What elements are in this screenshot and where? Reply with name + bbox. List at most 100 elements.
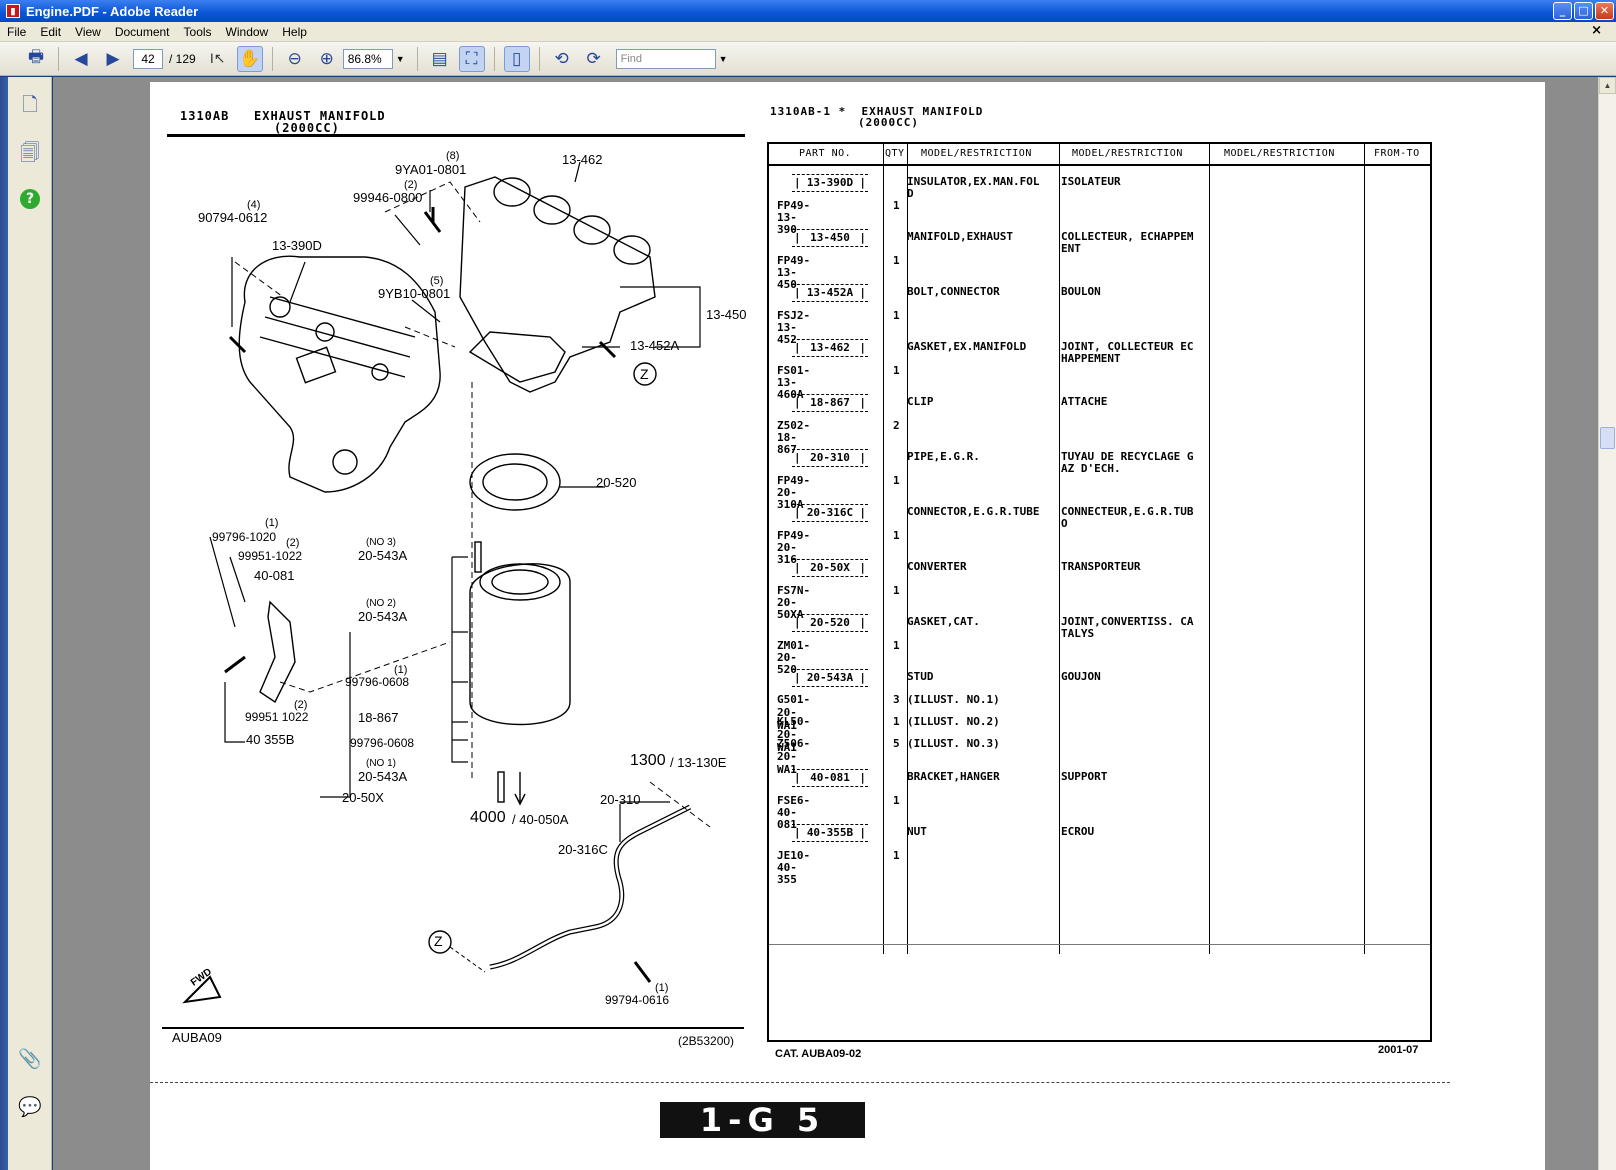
single-page-icon[interactable]: ▯ (503, 45, 530, 72)
part-qty: 2 (893, 419, 900, 432)
part-description-fr: ATTACHE (1061, 395, 1108, 408)
part-description-fr: TRANSPORTEUR (1061, 560, 1141, 573)
manifold-shape (459, 176, 656, 393)
part-reference-box: 18-867 (792, 394, 868, 412)
menu-window[interactable]: Window (225, 24, 269, 39)
callout-part: 99796-1020 (212, 530, 277, 544)
catalog-code: AUBA09 (172, 1030, 222, 1045)
part-description: CONVERTER (907, 560, 967, 573)
cat-gasket-shape (469, 453, 561, 511)
callout-part: 99796-0608 (350, 736, 415, 750)
part-description: (ILLUST. NO.1) (907, 693, 1000, 706)
menu-tools[interactable]: Tools (183, 24, 212, 39)
table-column-rule (1209, 144, 1210, 954)
toolbar-separator (538, 46, 540, 71)
part-reference-box: 13-390D (792, 174, 868, 192)
part-description: (ILLUST. NO.3) (907, 737, 1000, 750)
toolbar: 🖶 ◀ ▶ 42 / 129 I↖ ✋ ⊖ ⊕ 86.8% ▼ ▤ ⛶ ▯ ⟲ … (0, 42, 1616, 76)
converter-inlet (479, 563, 561, 601)
next-page-icon[interactable]: ▶ (106, 48, 120, 68)
callout-note: (NO 1) (366, 758, 396, 769)
menu-help[interactable]: Help (282, 24, 307, 39)
document-close-icon[interactable]: × (1591, 23, 1602, 38)
pdf-app-icon: ▮ (6, 4, 20, 18)
page-total: / 129 (169, 51, 196, 66)
scroll-thumb[interactable] (1600, 427, 1615, 449)
pages-icon[interactable]: 🗋 (22, 95, 38, 116)
part-reference-box: 40-355B (792, 824, 868, 842)
zoom-in-icon[interactable]: ⊕ (319, 48, 334, 68)
attachments-icon[interactable]: 📎 (18, 1049, 42, 1070)
bookmarks-icon[interactable]: 🗐 (20, 143, 40, 164)
callout-part: 9YB10-0801 (378, 286, 451, 301)
part-number: KL50-20-WA1 (777, 715, 811, 754)
column-header: QTY (885, 148, 905, 159)
manifold-port (613, 235, 651, 265)
part-reference-box: 20-520 (792, 614, 868, 632)
zoom-dropdown-icon[interactable]: ▼ (395, 53, 405, 64)
part-reference-box: 40-081 (792, 769, 868, 787)
page-footer-rule (150, 1082, 1450, 1083)
hand-tool-icon[interactable]: ✋ (236, 45, 263, 72)
comments-icon[interactable]: 💬 (18, 1097, 42, 1118)
column-header: MODEL/RESTRICTION (921, 148, 1032, 159)
print-icon[interactable]: 🖶 (27, 47, 45, 66)
column-header: PART NO. (799, 148, 852, 159)
manifold-port (533, 195, 571, 225)
part-qty: 1 (893, 529, 900, 542)
diagram-bottom-rule (162, 1027, 744, 1029)
callout-qty: (2) (286, 537, 300, 549)
menu-view[interactable]: View (75, 24, 101, 39)
previous-page-icon[interactable]: ◀ (74, 48, 88, 68)
manifold-port (573, 215, 611, 245)
part-number: JE10-40-355 (777, 849, 811, 886)
zoom-out-icon[interactable]: ⊖ (287, 48, 302, 68)
callout-qty: (2) (404, 179, 418, 191)
scroll-up-icon[interactable]: ▲ (1599, 77, 1616, 94)
callout-qty: (8) (446, 150, 460, 162)
minimize-button[interactable]: _ (1553, 2, 1572, 20)
menu-edit[interactable]: Edit (40, 24, 62, 39)
menu-document[interactable]: Document (114, 24, 170, 39)
find-dropdown-icon[interactable]: ▼ (718, 53, 728, 64)
converter-inlet-inner (491, 569, 549, 595)
callout-part: 99946-0800 (353, 190, 423, 205)
callout-note: (NO 3) (366, 537, 396, 548)
callout-qty: (2) (294, 699, 308, 711)
desktop-background (0, 77, 8, 1170)
part-qty: 1 (893, 474, 900, 487)
select-text-icon[interactable]: I↖ (209, 50, 226, 66)
z-marker-circle (428, 930, 452, 954)
callout-part: 20-543A (358, 769, 408, 784)
fit-page-icon[interactable]: ⛶ (458, 45, 485, 72)
vertical-scrollbar[interactable]: ▲ (1598, 77, 1616, 1170)
part-qty: 1 (893, 254, 900, 267)
callout-part: 20-50X (342, 790, 384, 805)
rotate-left-icon[interactable]: ⟲ (554, 48, 569, 68)
pdf-page: 1310AB EXHAUST MANIFOLD (2000CC) (150, 82, 1545, 1170)
menu-bar: File Edit View Document Tools Window Hel… (0, 22, 1616, 42)
maximize-button[interactable]: □ (1574, 2, 1593, 20)
menu-file[interactable]: File (7, 24, 27, 39)
fit-width-icon[interactable]: ▤ (431, 48, 448, 68)
find-input[interactable]: Find (615, 48, 716, 69)
document-viewport[interactable]: 1310AB EXHAUST MANIFOLD (2000CC) (53, 77, 1598, 1170)
help-icon[interactable]: ? (20, 189, 40, 209)
table-column-rule (883, 144, 884, 954)
part-number: G501-20-WA1 (777, 693, 811, 732)
close-button[interactable]: ✕ (1595, 2, 1614, 20)
insulator-hole (269, 296, 291, 318)
callout-part: 90794-0612 (198, 210, 268, 225)
zoom-level-input[interactable]: 86.8% (342, 48, 393, 69)
callout-part: 40 355B (246, 732, 295, 747)
table-subtitle: (2000CC) (858, 116, 919, 129)
page-number-input[interactable]: 42 (133, 48, 163, 69)
table-title: 1310AB-1 * EXHAUST MANIFOLD (770, 105, 984, 118)
part-reference-box: 20-316C (792, 504, 868, 522)
callout-part: 99951 1022 (245, 710, 309, 724)
part-qty: 1 (893, 849, 900, 862)
rotate-right-icon[interactable]: ⟳ (586, 48, 601, 68)
part-description: INSULATOR,EX.MAN.FOL D (907, 175, 1040, 200)
part-description-fr: COLLECTEUR, ECHAPPEM ENT (1061, 230, 1194, 255)
part-qty: 3 (893, 693, 900, 706)
